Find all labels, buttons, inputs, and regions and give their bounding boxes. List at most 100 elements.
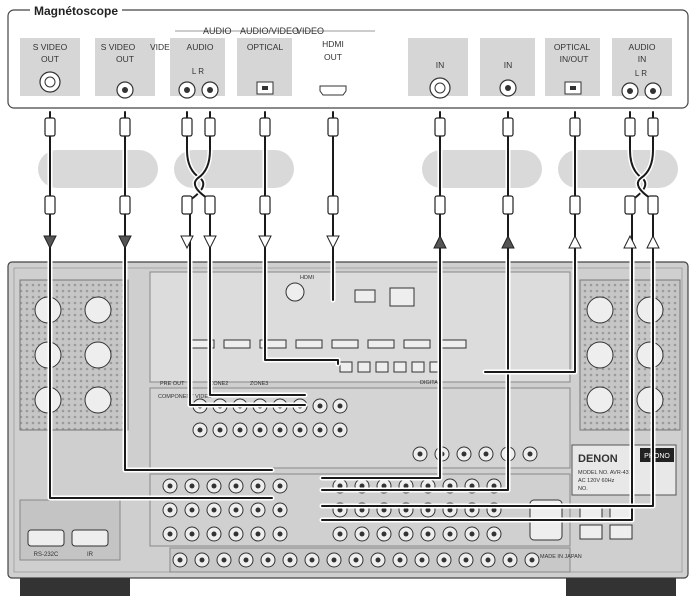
rca-jack-center xyxy=(212,532,217,537)
cable-plug-top xyxy=(503,118,513,136)
rca-jack-center xyxy=(256,508,261,513)
made-in-label: MADE IN JAPAN xyxy=(540,554,582,560)
section-label-component: COMPONENT VIDEO xyxy=(158,394,213,400)
svg-text:AUDIO: AUDIO xyxy=(629,42,656,52)
group-label-audio: AUDIO xyxy=(203,26,232,36)
panel-audio-out: AUDIO L R xyxy=(170,38,225,98)
svg-text:S VIDEO: S VIDEO xyxy=(101,42,136,52)
section-label-zone3: ZONE3 xyxy=(250,381,268,387)
panel-s-video-in: IN xyxy=(408,38,468,98)
remote-port-label-2: IR xyxy=(87,552,94,558)
cable-plug-bottom xyxy=(625,196,635,214)
cable-plug-top xyxy=(570,118,580,136)
svg-text:S VIDEO: S VIDEO xyxy=(33,42,68,52)
panel-audio-in: AUDIO IN L R xyxy=(612,38,672,99)
rca-jack-center xyxy=(218,428,223,433)
svg-text:OPTICAL: OPTICAL xyxy=(554,42,591,52)
rca-jack-center xyxy=(190,508,195,513)
optical-digital-port-icon xyxy=(358,362,370,372)
arrow-down-icon xyxy=(119,236,131,248)
model-line: MODEL NO. AVR-4310 xyxy=(578,470,635,476)
rca-jack-center xyxy=(492,532,497,537)
rca-jack-center xyxy=(190,532,195,537)
cable-plug-bottom xyxy=(260,196,270,214)
brand-logo: DENON xyxy=(578,453,618,465)
rca-jack-center xyxy=(278,532,283,537)
section-label-zone2: ZONE2 xyxy=(210,381,228,387)
rca-jack-center xyxy=(462,452,467,457)
cable-plug-top xyxy=(328,118,338,136)
svg-text:IN/OUT: IN/OUT xyxy=(560,54,589,64)
rca-jack-center xyxy=(190,484,195,489)
rca-jack-center xyxy=(198,428,203,433)
arrow-up-icon xyxy=(434,236,446,248)
rca-jack-center xyxy=(234,484,239,489)
arrow-up-icon xyxy=(502,236,514,248)
rca-jack-center xyxy=(200,558,205,563)
rca-jack-center xyxy=(278,508,283,513)
rca-jack-center xyxy=(508,558,513,563)
svg-text:HDMI: HDMI xyxy=(322,39,344,49)
cable-plug-bottom xyxy=(648,196,658,214)
rca-jack-center xyxy=(234,532,239,537)
rca-jack-center xyxy=(382,532,387,537)
group-label-audio-video: AUDIO/VIDEO xyxy=(240,26,299,36)
rca-jack-center xyxy=(258,428,263,433)
optical-digital-port-icon xyxy=(394,362,406,372)
rca-jack-center xyxy=(178,558,183,563)
rca-jack-center xyxy=(318,404,323,409)
rca-jack-center xyxy=(464,558,469,563)
rca-jack-center xyxy=(256,532,261,537)
ac-outlet-icon xyxy=(580,525,602,539)
rca-jack-center xyxy=(486,558,491,563)
cable-plug-bottom xyxy=(435,196,445,214)
rca-jack-center xyxy=(448,532,453,537)
cable-plug-top xyxy=(120,118,130,136)
svg-text:L R: L R xyxy=(635,69,647,78)
rca-jack-center xyxy=(298,428,303,433)
svg-text:IN: IN xyxy=(638,54,647,64)
cable-plug-top xyxy=(205,118,215,136)
hdmi-in-port-icon xyxy=(440,340,466,348)
cable-plug-top xyxy=(45,118,55,136)
hdmi-in-port-icon xyxy=(368,340,394,348)
rca-jack-center xyxy=(310,558,315,563)
optical-digital-port-icon xyxy=(376,362,388,372)
hdmi-in-port-icon xyxy=(404,340,430,348)
rca-jack-center xyxy=(338,428,343,433)
rca-jack-center xyxy=(288,558,293,563)
rca-jack-center xyxy=(244,558,249,563)
svg-text:IN: IN xyxy=(504,60,513,70)
panel-optical-in: OPTICAL IN/OUT xyxy=(545,38,600,96)
optical-digital-port-icon xyxy=(340,362,352,372)
cable-plug-bottom xyxy=(205,196,215,214)
arrow-down-icon xyxy=(327,236,339,248)
panel-s-video-out-1: S VIDEO OUT xyxy=(20,38,80,96)
s-video-jack-icon xyxy=(40,72,60,92)
rca-jack-center xyxy=(318,428,323,433)
rca-jack-center xyxy=(404,532,409,537)
arrow-down-icon xyxy=(204,236,216,248)
rca-jack-center xyxy=(530,558,535,563)
arrow-up-icon xyxy=(647,236,659,248)
hdmi-port-icon xyxy=(320,86,346,95)
svg-text:OUT: OUT xyxy=(116,54,134,64)
serial-label: NO. xyxy=(578,486,588,492)
hdmi-in-port-icon xyxy=(296,340,322,348)
rca-jack-center xyxy=(278,484,283,489)
source-device: AUDIO AUDIO/VIDEO VIDEO S VIDEO OUT S VI… xyxy=(8,10,688,108)
panel-optical-out: OPTICAL xyxy=(237,38,292,96)
rca-jack-center xyxy=(398,558,403,563)
rca-jack-center xyxy=(168,508,173,513)
hdmi-in-port-icon xyxy=(224,340,250,348)
phono-badge: PHONO xyxy=(644,453,670,460)
optical-digital-port-icon xyxy=(412,362,424,372)
cable-plug-bottom xyxy=(328,196,338,214)
left-foot xyxy=(20,578,130,596)
arrow-down-icon xyxy=(44,236,56,248)
rca-jack-center xyxy=(332,558,337,563)
serial-port-icon xyxy=(72,530,108,546)
rca-jack-center xyxy=(470,532,475,537)
rca-jack-center xyxy=(418,452,423,457)
